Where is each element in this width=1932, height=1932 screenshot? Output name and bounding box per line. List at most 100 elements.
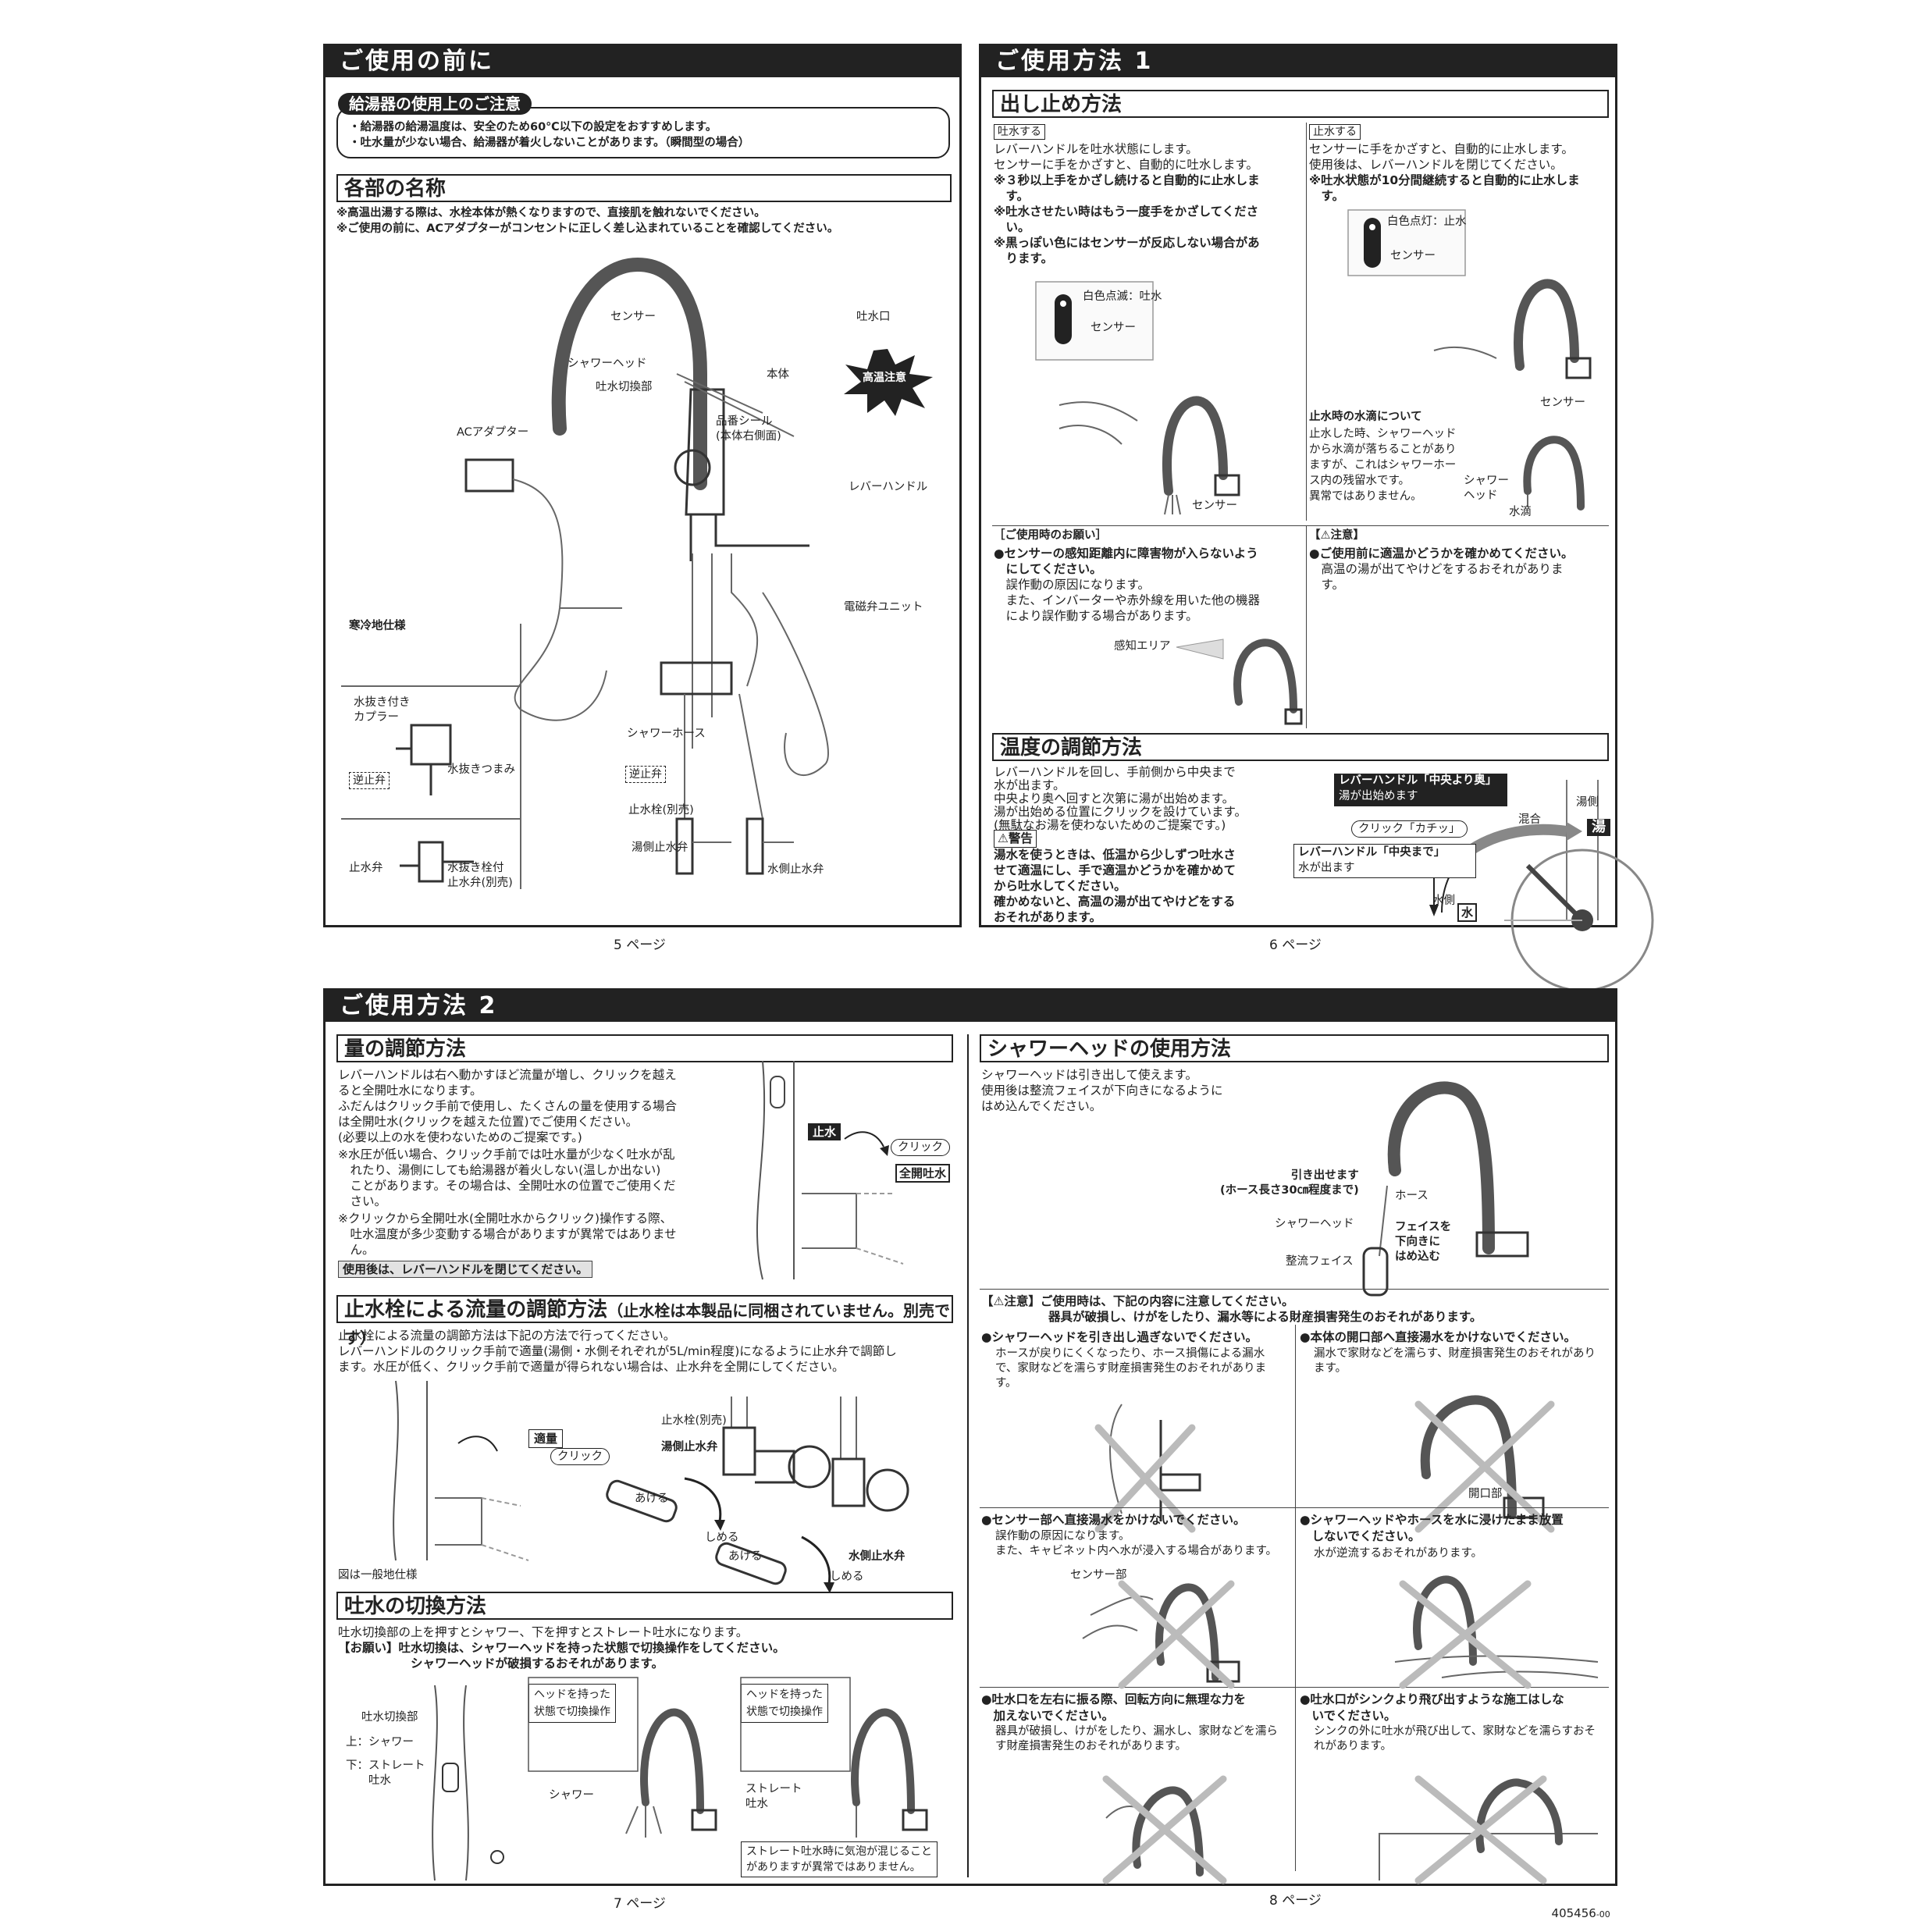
label-stop-valve: 止水弁 xyxy=(349,862,383,874)
request-text-3: により誤作動する場合があります。 xyxy=(994,609,1198,623)
page7-8-panel: ご使用方法 2 量の調節方法 レバーハンドルは右へ動かすほど流量が増し、クリック… xyxy=(323,988,1617,1886)
warning-heading: ⚠警告 xyxy=(994,830,1037,848)
temp-text-4: 湯が出始める位置にクリックを設けています。 xyxy=(994,805,1247,819)
warning-text-4: 確かめないと、高温の湯が出てやけどをする xyxy=(994,895,1236,909)
drip-text-4: ス内の残留水です。 xyxy=(1309,475,1411,487)
items-divider xyxy=(1295,1325,1296,1871)
faucet-diagram xyxy=(341,257,829,889)
vol-text-3: ふだんはクリック手前で使用し、たくさんの量を使用する場合 xyxy=(338,1099,678,1113)
pull-label: 引き出せます (ホース長さ30㎝程度まで) xyxy=(1220,1169,1359,1197)
drip-water-label: 水滴 xyxy=(1509,506,1532,518)
on-sensor-detail xyxy=(1035,281,1154,361)
request-heading: ［ご使用時のお願い］ xyxy=(994,529,1107,542)
stop-cold-valve-label: 水側止水弁 xyxy=(849,1550,906,1563)
vol-full-label: 全開吐水 xyxy=(895,1164,951,1183)
page5-number: 5 ページ xyxy=(614,938,666,953)
page8-number: 8 ページ xyxy=(1269,1893,1322,1909)
heater-note-1: ・給湯器の給湯温度は、安全のため60℃以下の設定をおすすめします。 xyxy=(349,121,717,133)
off-sensor-label-2: センサー xyxy=(1540,397,1585,409)
shower-pull-illustration xyxy=(1362,1081,1529,1297)
doc-code-suffix: -00 xyxy=(1596,1909,1610,1920)
label-seal: 品番シール (本体右側面) xyxy=(716,415,781,443)
lever-center-box xyxy=(1293,844,1476,878)
caution-text-1: 高温の湯が出てやけどをするおそれがありま xyxy=(1309,562,1564,576)
on-note-1: ※３秒以上手をかざし続けると自動的に止水しま xyxy=(994,173,1260,187)
switch-request-2: シャワーヘッドが破損するおそれがあります。 xyxy=(338,1656,664,1670)
temp-text-3: 中央より奥へ回すと次第に湯が出始めます。 xyxy=(994,792,1235,806)
hose-label: ホース xyxy=(1395,1190,1429,1202)
switch-part-label: 吐水切換部 xyxy=(361,1711,418,1724)
on-sensor-label: センサー xyxy=(1091,322,1136,334)
hot-side-label: 湯側 xyxy=(1576,796,1599,809)
stop-close-1: しめる xyxy=(705,1532,739,1544)
shower-heading: シャワーヘッドの使用方法 xyxy=(980,1034,1609,1062)
vol-note-3: ことがあります。その場合は、全開吐水の位置でご使用くだ xyxy=(338,1179,676,1193)
label-spout: 吐水口 xyxy=(856,311,891,323)
items-row-divider-1 xyxy=(980,1507,1609,1508)
switch-heading: 吐水の切換方法 xyxy=(336,1592,953,1620)
switch-text: 吐水切換部の上を押すとシャワー、下を押すとストレート吐水になります。 xyxy=(338,1625,749,1639)
vol-text-4: は全開吐水(クリックを越えた位置)でご使用ください。 xyxy=(338,1115,639,1129)
click-label: クリック「カチッ」 xyxy=(1351,820,1468,838)
on-note-2: す。 xyxy=(994,189,1029,203)
label-shower-head: シャワーヘッド xyxy=(568,358,647,370)
label-check-valve-cold: 逆止弁 xyxy=(349,772,390,789)
item-4-text: 水が逆流するおそれがあります。 xyxy=(1314,1547,1483,1560)
p8-caution-title: 【⚠注意】ご使用時は、下記の内容に注意してください。 xyxy=(981,1294,1294,1308)
shower-text-2: 使用後は整流フェイスが下向きになるように xyxy=(981,1083,1223,1098)
parts-note-2: ※ご使用の前に、ACアダプターがコンセントに正しく差し込まれていることを確認して… xyxy=(336,222,839,235)
warning-text-2: せて適温にし、手で適温かどうかを確かめて xyxy=(994,863,1236,877)
face-down-label: フェイスを 下向きに はめ込む xyxy=(1395,1221,1452,1263)
request-divider xyxy=(992,525,1609,526)
item-2-text: 漏水で家財などを濡らす、財産損害発生のおそれがあります。 xyxy=(1314,1347,1596,1375)
stop-stopcock-label: 止水栓(別売) xyxy=(661,1414,727,1427)
detect-area-label: 感知エリア xyxy=(1114,640,1171,653)
item-3-illustration xyxy=(1082,1580,1240,1689)
on-note-4: い。 xyxy=(994,220,1030,234)
stop-text-1: 止水栓による流量の調節方法は下記の方法で行ってください。 xyxy=(338,1329,676,1343)
on-note-6: ります。 xyxy=(994,251,1053,265)
on-sensor-label-2: センサー xyxy=(1192,500,1237,512)
page6-panel: ご使用方法 1 出し止め方法 吐水する レバーハンドルを吐水状態にします。 セン… xyxy=(979,44,1654,992)
item-1-bold: ●シャワーヘッドを引き出し過ぎないでください。 xyxy=(981,1330,1258,1344)
vol-text-5: (必要以上の水を使わないためのご提案です。) xyxy=(338,1130,582,1144)
on-led-label: 白色点滅：吐水 xyxy=(1083,290,1162,303)
cold-badge: 水 xyxy=(1457,903,1478,922)
request-text-1: 誤作動の原因になります。 xyxy=(994,578,1150,592)
label-cold-region: 寒冷地仕様 xyxy=(349,620,406,632)
off-text-2: 使用後は、レバーハンドルを閉じてください。 xyxy=(1309,158,1563,172)
warning-text-5: おそれがあります。 xyxy=(994,910,1101,924)
sensor-part-label: センサー部 xyxy=(1070,1569,1127,1582)
stopcock-lever-illustration xyxy=(393,1380,529,1561)
request-divider-v xyxy=(1306,525,1307,728)
drip-heading: 止水時の水滴について xyxy=(1309,411,1422,423)
drip-text-1: 止水した時、シャワーヘッド xyxy=(1309,428,1457,440)
vol-note-6: 吐水温度が多少変動する場合がありますが異常ではありませ xyxy=(338,1227,677,1241)
shower-text-1: シャワーヘッドは引き出して使えます。 xyxy=(981,1068,1197,1082)
item-2-bold: ●本体の開口部へ直接湯水をかけないでください。 xyxy=(1300,1330,1577,1344)
vol-text-1: レバーハンドルは右へ動かすほど流量が増し、クリックを越え xyxy=(338,1068,677,1082)
stop-text-2: レバーハンドルのクリック手前で適量(湯側・水側それぞれが5L/min程度)になる… xyxy=(338,1344,897,1358)
temp-text-1: レバーハンドルを回し、手前側から中央まで xyxy=(994,765,1236,779)
item-4-illustration xyxy=(1394,1575,1599,1689)
off-note-2: す。 xyxy=(1309,189,1344,203)
page6-title: ご使用方法 1 xyxy=(981,46,1615,77)
stop-hot-valve-label: 湯側止水弁 xyxy=(661,1441,718,1453)
on-note-5: ※黒っぽい色にはセンサーが反応しない場合があ xyxy=(994,236,1260,250)
vol-click-label: クリック xyxy=(891,1139,950,1156)
switch-down-label: 下：ストレート 吐水 xyxy=(346,1759,425,1787)
parts-note-1: ※高温出湯する際は、水栓本体が熱くなりますので、直接肌を触れないでください。 xyxy=(336,207,766,219)
turn-off-tag: 止水する xyxy=(1309,124,1361,140)
stop-amount-label: 適量 xyxy=(528,1429,564,1448)
caution-divider xyxy=(980,1289,1609,1290)
turn-on-tag: 吐水する xyxy=(994,124,1045,140)
page7-8-divider xyxy=(967,1034,969,1877)
stop-open-2: あける xyxy=(728,1550,763,1563)
stop-close-2: しめる xyxy=(830,1571,864,1583)
flow-divider xyxy=(1306,123,1307,521)
temp-text-2: 水が出ます。 xyxy=(994,778,1066,792)
p8-caution-sub: 器具が破損し、けがをしたり、漏水等による財産損害発生のおそれがあります。 xyxy=(1048,1310,1482,1324)
cold-side-label: 水側 xyxy=(1432,895,1455,907)
caution-bold: ●ご使用前に適温かどうかを確かめてください。 xyxy=(1309,546,1574,560)
stopcock-valve-illustration xyxy=(606,1397,909,1593)
